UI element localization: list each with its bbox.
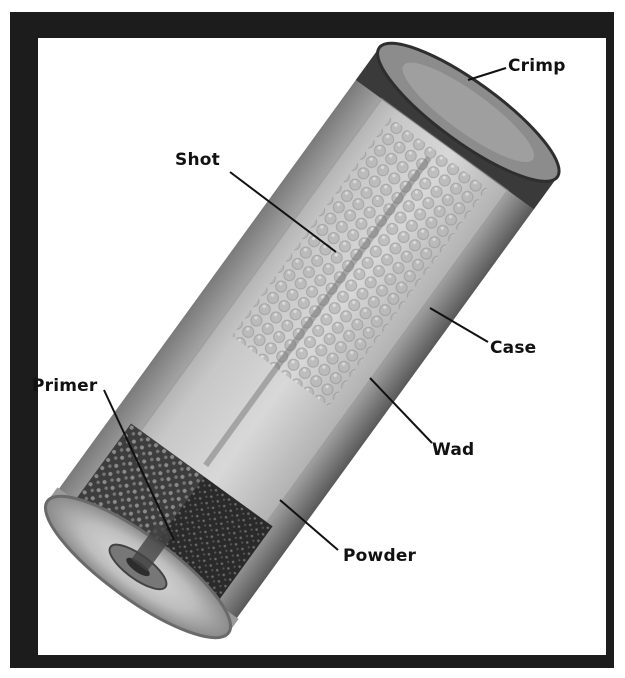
powder-label: Powder bbox=[343, 546, 416, 566]
primer-label: Primer bbox=[32, 376, 98, 396]
shot-label: Shot bbox=[175, 150, 220, 170]
crimp-label: Crimp bbox=[508, 56, 566, 76]
case-label: Case bbox=[490, 338, 536, 358]
wad-label: Wad bbox=[432, 440, 474, 460]
crimp-leader bbox=[468, 68, 506, 80]
